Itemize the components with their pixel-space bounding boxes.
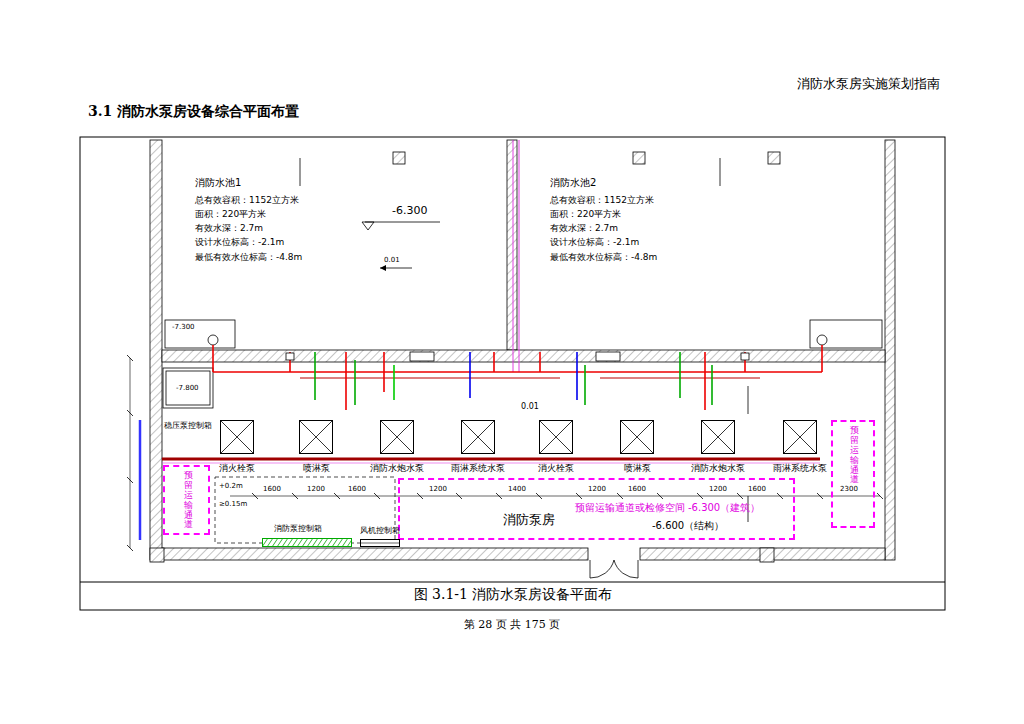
node-text: 消防泵控制箱: [274, 524, 322, 533]
elevation: -7.300: [172, 323, 195, 331]
fire-pump: 喷淋泵: [607, 418, 667, 476]
node-text: 预留运输通道: [184, 471, 193, 530]
node-text: 消火栓泵: [219, 464, 255, 474]
fire-pump: 雨淋系统水泵: [770, 418, 830, 476]
pump-symbol: [701, 420, 735, 454]
node-text: 消防泵房: [503, 513, 555, 528]
node-text: 预留运输通道或检修空间: [575, 502, 685, 514]
dimension: 1600: [347, 485, 367, 493]
cabinet-symbol: [262, 538, 352, 547]
elevation: -7.800: [176, 384, 199, 392]
node-text: 最低有效水位标高：-4.8m: [195, 252, 302, 262]
pump-control-cabinet: 消防泵控制箱: [262, 524, 354, 548]
fan-control-cabinet: 风机控制箱: [360, 526, 402, 548]
cabinet-symbol: [360, 539, 400, 547]
node-text: 雨淋系统水泵: [773, 464, 827, 474]
height-note: +0.2m: [219, 482, 243, 490]
node-text: 有效水深：2.7m: [195, 223, 263, 233]
node-text: 总有效容积：1152立方米: [550, 195, 654, 205]
node-text: 面积：220平方米: [195, 209, 266, 219]
fire-pump: 雨淋系统水泵: [448, 418, 508, 476]
height-note: ≥0.15m: [219, 500, 247, 508]
page-number: 第 28 页 共 175 页: [464, 619, 560, 632]
reserved-passage: 预留运输通道: [163, 465, 210, 535]
fire-pump: 消防水炮水泵: [367, 418, 427, 476]
node-text: 有效水深：2.7m: [550, 223, 618, 233]
reserved-passage: 预留运输通道: [831, 420, 875, 528]
fire-water-pool: 消防水池2 总有效容积：1152立方米面积：220平方米有效水深：2.7m 设计水位…: [517, 140, 885, 350]
dimension: 1200: [428, 485, 448, 493]
dimension: 2300: [839, 485, 859, 493]
dimension: 1600: [262, 485, 282, 493]
pump-symbol: [299, 420, 333, 454]
node-text: -6.600（结构）: [652, 520, 724, 532]
node-text: 风机控制箱: [360, 526, 400, 535]
dimension: 1200: [306, 485, 326, 493]
slope: 0.01: [384, 256, 400, 264]
pump-symbol: [461, 420, 495, 454]
node-text: 消防水炮水泵: [691, 464, 745, 474]
node-text: 预留运输通道: [850, 426, 859, 485]
node-text: 稳压泵控制箱: [164, 421, 212, 430]
fire-pump: 消火栓泵: [526, 418, 586, 476]
running-header: 消防水泵房实施策划指南: [797, 77, 940, 92]
node-text: 面积：220平方米: [550, 209, 621, 219]
node-text: 最低有效水位标高：-4.8m: [550, 252, 657, 262]
node-text: 设计水位标高：-2.1m: [550, 237, 639, 247]
node-text: 消防水池2: [550, 177, 596, 189]
pump-room: 消防泵房 消火栓泵 喷淋泵 消防水炮水泵 雨淋系统水泵 消火栓泵 喷淋泵 消防水炮水泵 雨淋系统…: [162, 362, 885, 548]
pump-symbol: [783, 420, 817, 454]
control-box: 稳压泵控制箱: [163, 420, 215, 434]
node-text: 喷淋泵: [303, 464, 330, 474]
node-text: -6.300（建筑）: [688, 502, 760, 514]
node-text: 总有效容积：1152立方米: [195, 195, 299, 205]
node-text: 消防水池1: [195, 177, 241, 189]
elevation: -6.300: [392, 205, 427, 218]
fire-pump: 喷淋泵: [286, 418, 346, 476]
fire-pump: 消防水炮水泵: [688, 418, 748, 476]
node-text: 消火栓泵: [538, 464, 574, 474]
slope: 0.01: [521, 402, 539, 411]
pump-symbol: [380, 420, 414, 454]
dimension: 1400: [507, 485, 527, 493]
figure-caption: 图 3.1-1 消防水泵房设备平面布: [414, 586, 613, 602]
section-title: 3.1 消防水泵房设备综合平面布置: [88, 103, 299, 119]
fire-pump: 消火栓泵: [207, 418, 267, 476]
dimension: 1600: [627, 485, 647, 493]
node-text: 喷淋泵: [624, 464, 651, 474]
node-text: 雨淋系统水泵: [451, 464, 505, 474]
fire-water-pool: 消防水池1 总有效容积：1152立方米面积：220平方米有效水深：2.7m 设计水位…: [162, 140, 507, 350]
pump-symbol: [620, 420, 654, 454]
pump-symbol: [220, 420, 254, 454]
pump-symbol: [539, 420, 573, 454]
dimension: 1200: [708, 485, 728, 493]
dimension: 1600: [747, 485, 767, 493]
dimension: 1200: [587, 485, 607, 493]
node-text: 消防水炮水泵: [370, 464, 424, 474]
node-text: 设计水位标高：-2.1m: [195, 237, 284, 247]
